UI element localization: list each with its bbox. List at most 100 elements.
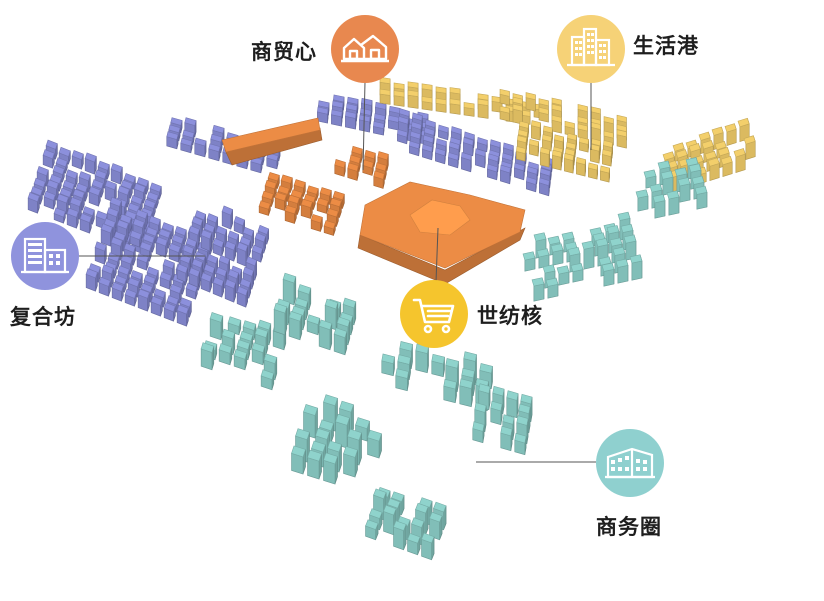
residential-block-roof [393,90,405,98]
business-block-front [668,196,680,216]
business-block-roof [369,508,383,519]
mixed-block-roof [36,166,49,177]
business-block-roof [516,415,529,426]
mixed-block-roof [98,276,111,287]
commercial-block-roof [264,179,277,190]
mixed-block-roof [464,131,475,141]
mixed-block-roof [143,274,156,285]
mixed-block-roof [501,160,512,170]
residential-block-front [407,94,419,109]
commercial-block-roof [300,198,313,208]
business-block-roof [522,251,536,261]
mixed-block-roof [397,128,408,138]
residential-block-roof [591,138,601,147]
residential-block-roof [435,86,447,94]
mixed-block-roof [398,115,409,125]
mixed-block-roof [425,119,436,128]
mixed-block-roof [266,152,279,162]
business-block-roof [506,390,519,401]
business-block-roof [615,258,629,268]
business-block-roof [297,284,312,295]
business-block-roof [365,519,379,530]
business-block-front [323,459,336,485]
mixed-block-roof [423,134,434,144]
mixed-block-roof [110,163,123,174]
mixed-block-roof [212,276,225,287]
mixed-block-roof [100,223,113,234]
business-block-roof [387,497,401,509]
mixed-block-roof [94,241,107,252]
mixed-block-roof [528,161,539,171]
mall-podium-side [357,227,526,285]
residential-block-roof [542,134,552,143]
residential-block-roof [602,149,612,157]
residential-block-roof [463,102,475,110]
business-block-roof [581,240,595,250]
commercial-block-roof [306,185,319,195]
residential-block-roof [421,96,433,104]
mixed-block-roof [91,179,104,190]
commercial-block-roof [316,197,329,207]
business-block-roof [643,169,657,179]
residential-block-front [540,151,550,168]
mixed-block-roof [212,237,225,248]
business-block-roof [419,497,433,508]
business-block-roof [254,327,269,338]
mixed-block-roof [188,267,201,278]
mixed-block-roof [148,215,161,226]
mixed-block-roof [65,169,78,180]
mixed-block-roof [410,130,421,140]
mixed-block-roof [242,266,255,277]
business-block-roof [391,491,405,502]
mixed-block-roof [490,139,501,148]
business-block-roof [459,378,473,389]
business-block-roof [236,339,251,350]
mixed-block-roof [333,94,345,103]
commercial-block-roof [373,170,385,180]
mixed-block-roof [145,226,158,237]
business-block-roof [347,428,362,441]
commercial-block-roof [334,159,346,169]
residential-block-roof [538,98,549,107]
business-block-roof [318,319,333,331]
business-block-roof [306,314,321,325]
mixed-block-roof [82,206,95,217]
mixed-block-roof [435,147,446,157]
mixed-block-roof [153,288,166,299]
business-block-roof [429,511,443,523]
business-block-roof [339,311,354,323]
commercial-block-roof [293,179,306,189]
residential-block-roof [519,120,529,129]
mixed-block-roof [171,234,184,245]
mixed-block-roof [129,230,142,241]
residential-block-roof [720,155,733,166]
mixed-block-roof [111,281,124,292]
business-block-roof [291,445,306,458]
business-block-roof [550,243,564,253]
mixed-block-roof [136,176,149,187]
business-block-roof [336,316,351,328]
business-block-roof [431,353,445,365]
fuhefang-badge [11,222,79,290]
residential-block-roof [531,120,541,129]
business-block-roof [319,419,334,432]
mixed-block-roof [143,198,156,209]
residential-block-roof [551,114,562,123]
business-block-roof [282,272,297,284]
business-block-roof [657,160,671,170]
business-block-roof [567,246,581,257]
business-block-roof [536,248,550,258]
mixed-block-roof [182,129,195,139]
business-block-roof [200,342,215,353]
mixed-block-roof [208,143,221,153]
mixed-block-roof [360,107,372,116]
mixed-block-roof [230,265,243,276]
mixed-block-roof [133,182,146,193]
mixed-block-roof [233,215,246,226]
mixed-block-roof [69,196,82,207]
mixed-block-roof [146,266,159,277]
mixed-block-roof [218,254,231,265]
mixed-block-roof [487,163,498,173]
mixed-block-roof [182,244,195,255]
residential-block-roof [701,140,714,150]
